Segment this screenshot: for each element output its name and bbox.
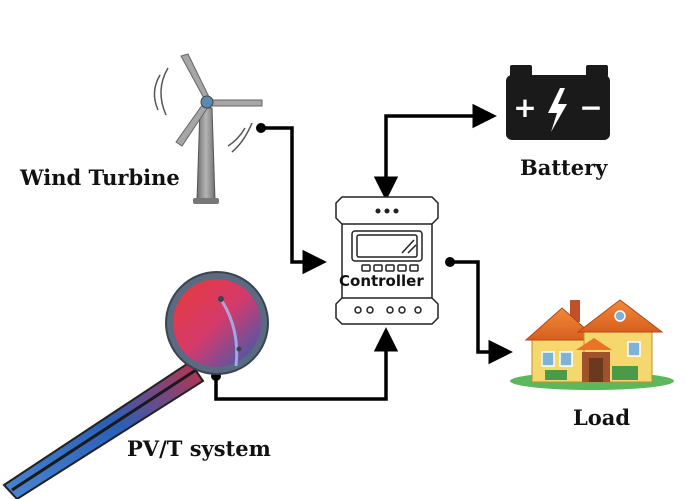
battery-plus-sign: +	[513, 91, 536, 124]
wind-to-controller-line	[261, 126, 327, 275]
pvt-to-controller-line	[214, 327, 399, 401]
controller-to-load-line	[450, 260, 513, 365]
wind-turbine-label: Wind Turbine	[20, 165, 180, 190]
battery-label: Battery	[520, 155, 608, 180]
load-connector-dot	[445, 257, 455, 267]
pvt-system-label: PV/T system	[127, 436, 271, 461]
controller-icon	[335, 196, 439, 325]
load-label: Load	[573, 405, 631, 430]
controller-battery-line	[373, 103, 497, 201]
controller-label: Controller	[339, 272, 424, 290]
wind-connector-dot	[256, 123, 266, 133]
house-icon	[510, 299, 674, 390]
wind-turbine-icon	[153, 53, 263, 204]
connection-lines	[214, 103, 513, 401]
battery-icon	[506, 65, 610, 140]
pvt-collector-icon	[2, 271, 269, 499]
battery-minus-sign: −	[579, 91, 602, 124]
